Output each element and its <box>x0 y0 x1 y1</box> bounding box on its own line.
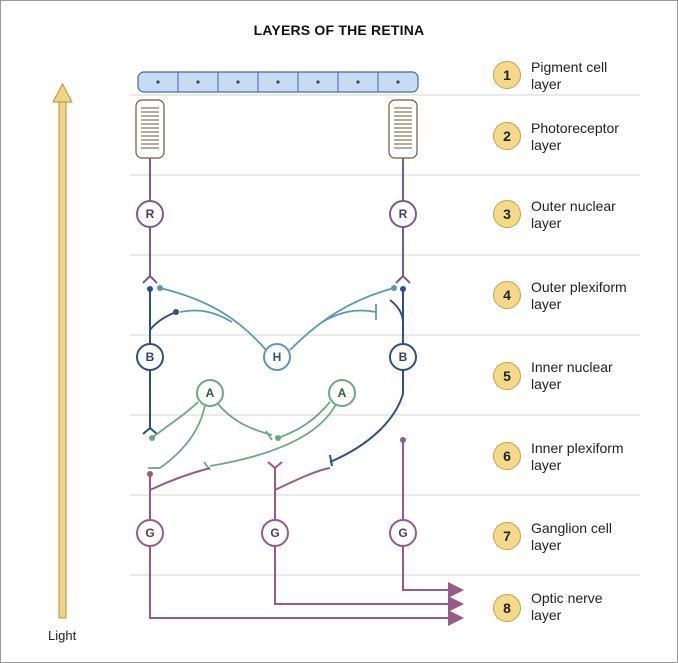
layer-label-4: Outer plexiform layer <box>531 279 627 313</box>
cell-letter: H <box>273 350 282 364</box>
layer-badge-5: 5 <box>493 362 521 390</box>
layer-label-2: Photoreceptor layer <box>531 120 619 154</box>
horizontal-cell-processes <box>159 287 395 351</box>
layer-label-1: Pigment cell layer <box>531 59 607 93</box>
cell-letter: A <box>338 386 347 400</box>
layer-label-line: layer <box>531 376 562 392</box>
light-arrow-icon <box>52 82 73 619</box>
layer-label-line: layer <box>531 537 562 553</box>
cell-receptor-left: R <box>136 200 164 228</box>
bipolar-dots <box>147 286 406 315</box>
layer-label-line: layer <box>531 215 562 231</box>
cell-bipolar-left: B <box>136 343 164 371</box>
layer-label-line: layer <box>531 457 562 473</box>
layer-badge-8: 8 <box>493 594 521 622</box>
layer-label-line: Pigment cell <box>531 59 608 75</box>
layer-label-line: Ganglion cell <box>531 520 612 536</box>
bipolar-processes <box>142 289 404 467</box>
layer-label-line: Photoreceptor <box>531 120 619 136</box>
layer-label-5: Inner nuclear layer <box>531 359 613 393</box>
cell-ganglion-right: G <box>389 519 417 547</box>
cell-ganglion-middle: G <box>261 519 289 547</box>
horizontal-dots <box>157 285 397 291</box>
pigment-cell-row <box>137 71 419 93</box>
cell-horizontal: H <box>263 343 291 371</box>
cell-amacrine-left: A <box>196 379 224 407</box>
layer-label-line: layer <box>531 76 562 92</box>
cell-letter: G <box>270 526 279 540</box>
cell-amacrine-right: A <box>328 379 356 407</box>
layer-label-8: Optic nerve layer <box>531 590 603 624</box>
ganglion-dots <box>147 437 406 477</box>
light-label: Light <box>48 628 77 643</box>
layer-badge-2: 2 <box>493 122 521 150</box>
photoreceptor-right <box>388 99 418 159</box>
layer-separators <box>130 94 640 576</box>
layer-badge-4: 4 <box>493 281 521 309</box>
cell-letter: G <box>398 526 407 540</box>
diagram-title: LAYERS OF THE RETINA <box>253 22 425 38</box>
receptor-axons <box>142 158 411 284</box>
cell-letter: R <box>146 207 155 221</box>
layer-badge-3: 3 <box>493 200 521 228</box>
cell-letter: A <box>206 386 215 400</box>
layer-label-line: Outer plexiform <box>531 279 627 295</box>
layer-label-line: Outer nuclear <box>531 198 616 214</box>
layer-badge-6: 6 <box>493 442 521 470</box>
layer-label-line: layer <box>531 607 562 623</box>
amacrine-dots <box>149 435 281 441</box>
cell-letter: R <box>399 207 408 221</box>
photoreceptor-left <box>135 99 165 159</box>
cell-ganglion-left: G <box>136 519 164 547</box>
layer-label-6: Inner plexiform layer <box>531 440 624 474</box>
cell-letter: G <box>145 526 154 540</box>
layer-label-line: layer <box>531 137 562 153</box>
cell-receptor-right: R <box>389 200 417 228</box>
layer-label-line: Inner nuclear <box>531 359 613 375</box>
layer-label-line: Inner plexiform <box>531 440 624 456</box>
layer-label-line: Optic nerve <box>531 590 603 606</box>
layer-label-3: Outer nuclear layer <box>531 198 616 232</box>
amacrine-processes <box>148 401 337 471</box>
cell-bipolar-right: B <box>389 343 417 371</box>
cell-letter: B <box>146 350 155 364</box>
layer-label-line: layer <box>531 296 562 312</box>
layer-badge-1: 1 <box>493 61 521 89</box>
layer-badge-7: 7 <box>493 522 521 550</box>
layer-label-7: Ganglion cell layer <box>531 520 612 554</box>
cell-letter: B <box>399 350 408 364</box>
ganglion-processes <box>149 440 464 626</box>
